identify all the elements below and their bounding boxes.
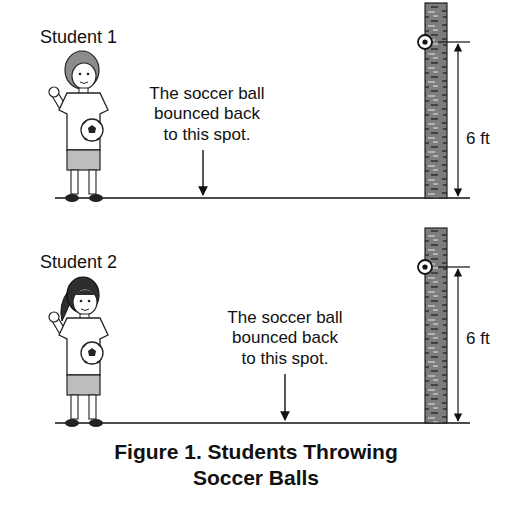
student-label: Student 2 bbox=[40, 252, 117, 274]
dimension-line bbox=[457, 44, 458, 196]
target-mark bbox=[418, 35, 432, 49]
shirt bbox=[59, 318, 108, 375]
ball-seams bbox=[83, 121, 101, 140]
shorts bbox=[67, 150, 100, 170]
ball-patch bbox=[88, 348, 96, 356]
dimension-label: 6 ft bbox=[466, 329, 490, 349]
face bbox=[72, 63, 96, 89]
shoe bbox=[89, 194, 103, 202]
ground-line bbox=[55, 422, 470, 424]
hair bbox=[65, 51, 99, 89]
dimension-line bbox=[457, 269, 458, 421]
shirt bbox=[59, 93, 108, 150]
eye bbox=[80, 300, 83, 303]
target-dot bbox=[422, 264, 427, 269]
leg bbox=[71, 395, 78, 419]
shorts bbox=[67, 375, 100, 395]
target-dot bbox=[422, 39, 427, 44]
callout-note: The soccer ball bounced back to this spo… bbox=[224, 308, 346, 369]
figure-caption: Figure 1. Students Throwing Soccer Balls bbox=[81, 439, 431, 492]
soccer-ball bbox=[81, 342, 103, 364]
pointer-arrow bbox=[202, 150, 203, 195]
shoe bbox=[89, 419, 103, 427]
bangs bbox=[73, 290, 97, 295]
ball-seams bbox=[83, 344, 101, 363]
dimension-tick bbox=[438, 266, 470, 267]
callout-note: The soccer ball bounced back to this spo… bbox=[146, 84, 268, 145]
shoe bbox=[65, 194, 79, 202]
hand bbox=[49, 87, 59, 97]
student-label: Student 1 bbox=[40, 27, 117, 49]
leg bbox=[89, 395, 96, 419]
ground-line bbox=[55, 197, 470, 199]
wall-post bbox=[425, 228, 447, 423]
face bbox=[73, 289, 97, 315]
leg bbox=[89, 170, 96, 194]
mouth bbox=[81, 309, 89, 311]
mouth bbox=[80, 82, 88, 84]
hand bbox=[49, 312, 59, 322]
eye bbox=[79, 73, 82, 76]
pointer-arrow bbox=[284, 374, 285, 420]
leg bbox=[71, 170, 78, 194]
eye bbox=[88, 300, 91, 303]
student-figure bbox=[49, 51, 108, 202]
target-mark bbox=[418, 260, 432, 274]
dimension-tick bbox=[438, 41, 470, 42]
ball-patch bbox=[88, 125, 96, 133]
eye bbox=[87, 73, 90, 76]
student-figure bbox=[49, 277, 108, 427]
soccer-ball bbox=[81, 119, 103, 141]
wall-post bbox=[425, 3, 447, 198]
shoe bbox=[65, 419, 79, 427]
dimension-label: 6 ft bbox=[466, 129, 490, 149]
